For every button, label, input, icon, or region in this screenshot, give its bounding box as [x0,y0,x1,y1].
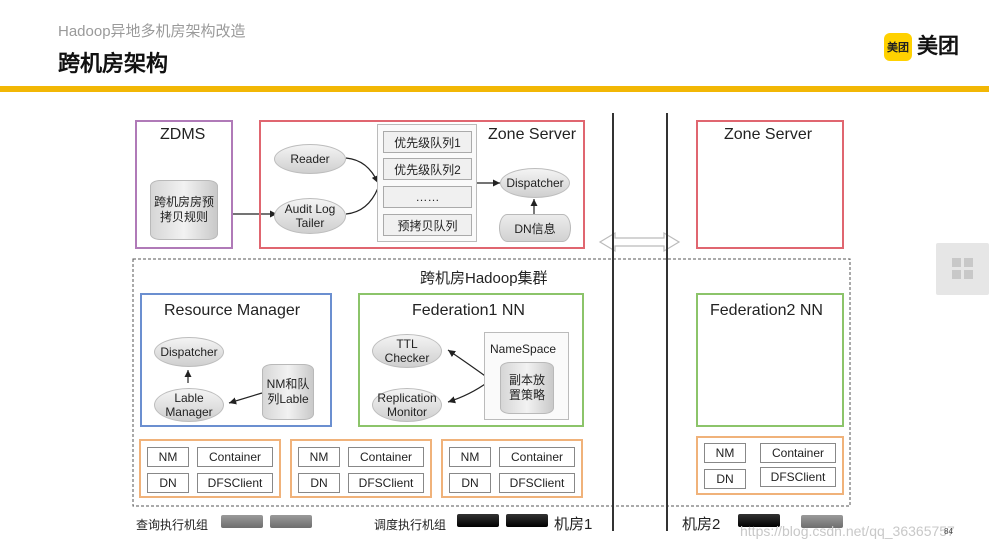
side-toolbar-widget[interactable] [936,243,989,295]
zdms-box [135,120,233,249]
rm-dispatcher-label: Dispatcher [160,345,218,359]
queue-item: 优先级队列2 [383,158,472,180]
zone-server-left-label: Zone Server [488,126,577,143]
room1-label: 机房1 [554,516,593,533]
cluster-label: 跨机房Hadoop集群 [420,270,548,287]
queue-item: …… [383,186,472,208]
audit-log-label: Audit Log Tailer [284,202,336,230]
zone-server-left-box [259,120,585,249]
ttl-checker-node: TTL Checker [372,334,442,368]
arrow-nmstore-to-lable [228,392,263,405]
presentation-subtitle: Hadoop异地多机房架构改造 [58,23,246,40]
queue-item: 预拷贝队列 [383,214,472,236]
csdn-watermark: https://blog.csdn.net/qq_36365757 [740,523,955,539]
zdms-store-label: 跨机房房预拷贝规则 [153,195,214,224]
dn-cell: DN [298,473,340,493]
reader-node: Reader [274,144,346,174]
federation2-label: Federation2 NN [710,302,823,319]
zdms-label: ZDMS [160,126,206,143]
ttl-checker-label: TTL Checker [384,337,430,365]
container-cell: Container [499,447,575,467]
node-group [696,436,844,495]
node-group [139,439,281,498]
server-rack-icon [221,515,263,528]
dn-cell: DN [147,473,189,493]
arrow-auditlog-to-queues [345,187,379,215]
lable-manager-node: Lable Manager [154,388,224,422]
federation2-box [696,293,844,427]
replication-monitor-label: Replication Monitor [377,391,437,419]
nm-store-label: NM和队列Lable [266,377,310,406]
nm-cell: NM [147,447,189,467]
federation1-box [358,293,584,427]
meituan-logo-badge: 美团 [884,33,912,61]
queue-item: 优先级队列1 [383,131,472,153]
nm-cell: NM [298,447,340,467]
node-group [290,439,432,498]
cluster-dashed-border [132,258,851,507]
reader-label: Reader [290,152,330,166]
container-cell: Container [197,447,273,467]
node-group [441,439,583,498]
dispatcher-node: Dispatcher [500,168,570,198]
federation1-label: Federation1 NN [412,302,525,319]
namespace-label: NameSpace [490,342,557,356]
container-cell: Container [760,443,836,463]
dfsclient-cell: DFSClient [197,473,273,493]
audit-log-tailer-node: Audit Log Tailer [274,198,346,234]
schedule-group-label: 调度执行机组 [374,518,447,532]
database-cylinder-icon: 跨机房房预拷贝规则 [150,180,218,240]
double-arrow-icon [598,231,681,253]
container-cell: Container [348,447,424,467]
arrow-reader-to-queues [345,157,379,184]
room-separator-left [612,113,614,531]
dfsclient-cell: DFSClient [499,473,575,493]
server-rack-icon [738,514,780,527]
room2-label: 机房2 [682,516,721,533]
grid-icon [952,258,973,279]
header-accent-bar [0,86,989,92]
query-group-label: 查询执行机组 [136,518,209,532]
database-cylinder-icon: 副本放置策略 [500,362,554,414]
meituan-logo-text: 美团 [917,35,959,58]
dn-cell: DN [704,469,746,489]
dn-cell: DN [449,473,491,493]
database-cylinder-icon: DN信息 [499,214,571,242]
nm-cell: NM [449,447,491,467]
server-rack-icon [457,514,499,527]
server-rack-icon [270,515,312,528]
server-rack-icon [801,515,843,528]
zone-server-right-label: Zone Server [724,126,813,143]
dfsclient-cell: DFSClient [348,473,424,493]
room-separator-right [666,113,668,531]
resource-manager-box [140,293,332,427]
zone-server-right-box [696,120,844,249]
replication-monitor-node: Replication Monitor [372,388,442,422]
policy-label: 副本放置策略 [508,373,545,402]
nm-cell: NM [704,443,746,463]
dn-info-label: DN信息 [514,221,556,236]
database-cylinder-icon: NM和队列Lable [262,364,314,420]
server-rack-icon [506,514,548,527]
slide-title: 跨机房架构 [58,51,169,76]
dispatcher-label: Dispatcher [506,176,564,190]
page-number: 84 [944,527,953,536]
dfsclient-cell: DFSClient [760,467,836,487]
resource-manager-label: Resource Manager [164,302,301,319]
rm-dispatcher-node: Dispatcher [154,337,224,367]
lable-manager-label: Lable Manager [165,391,213,419]
